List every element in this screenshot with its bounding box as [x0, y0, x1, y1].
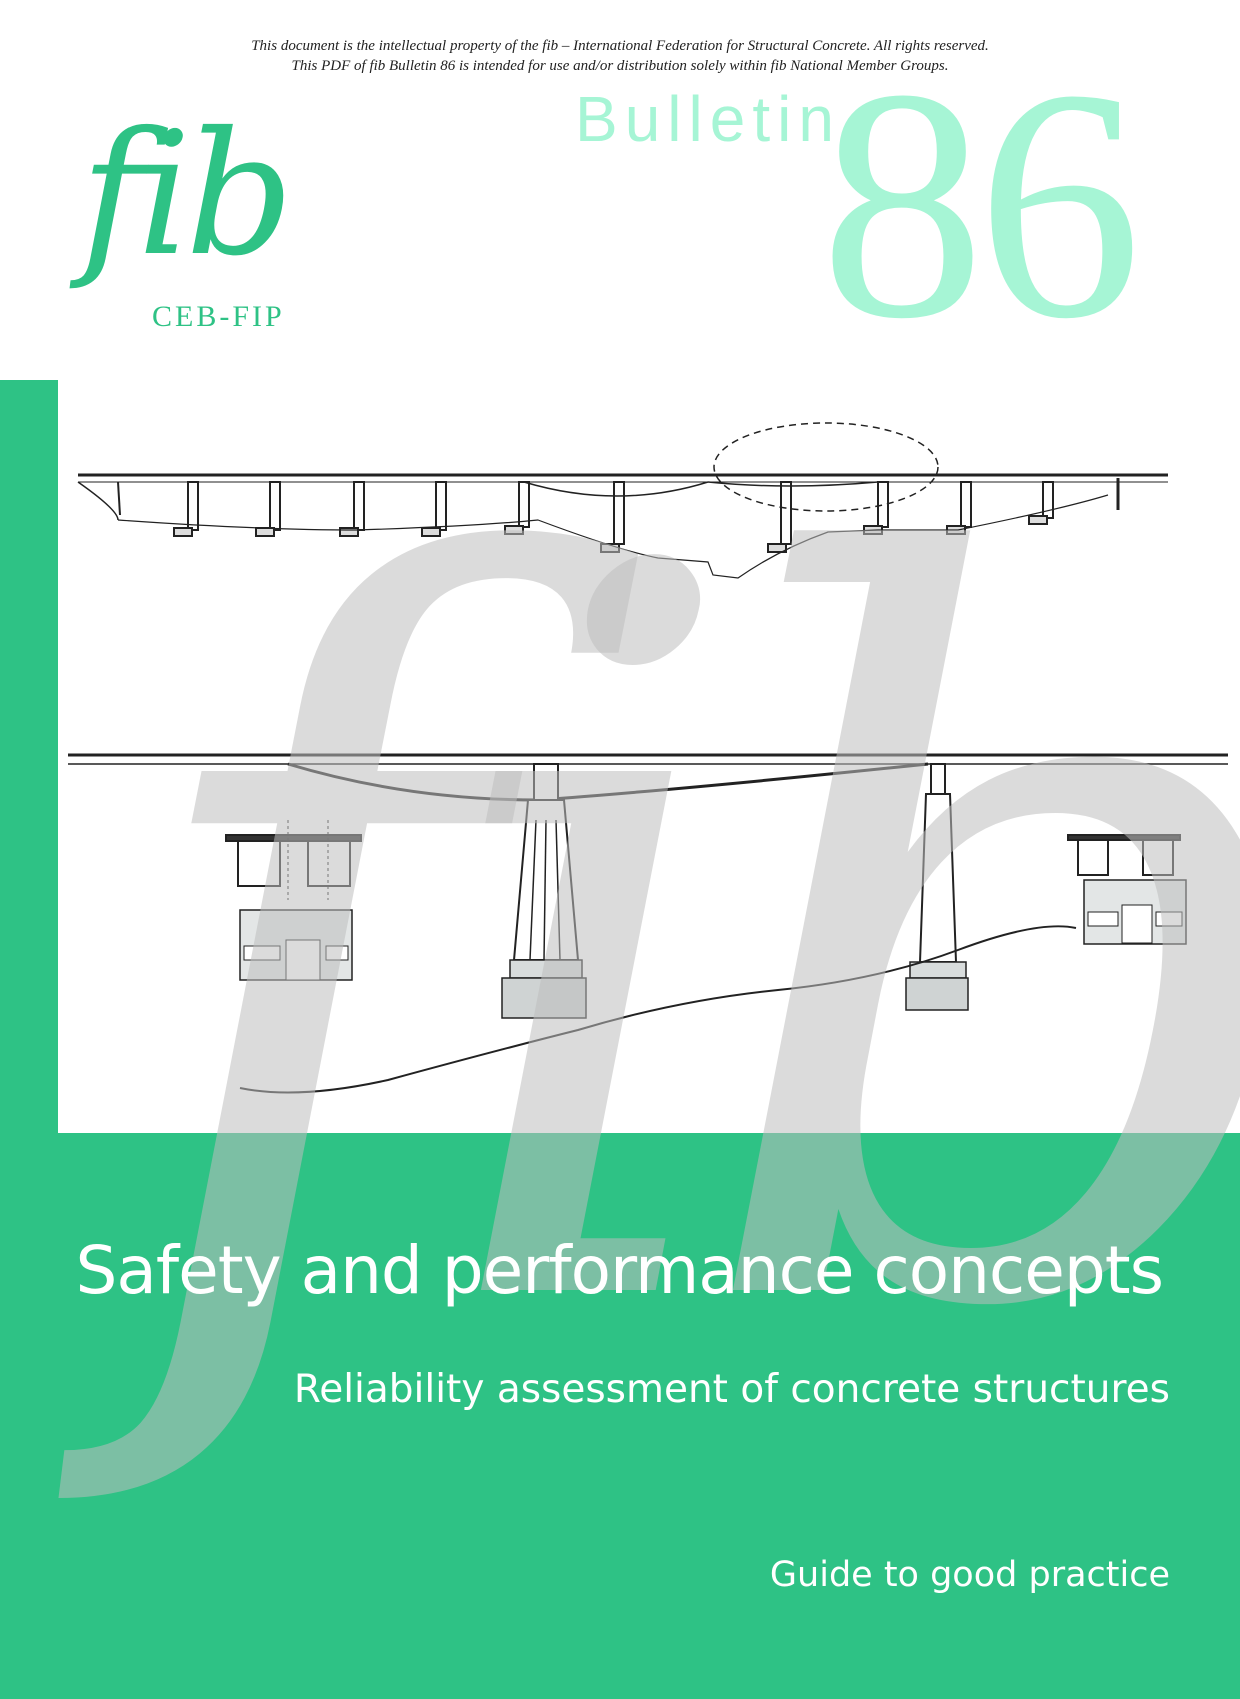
bottom-green-band [0, 1133, 1240, 1699]
lower-bridge-elevation [68, 753, 1228, 1094]
fib-logo-mark: fib [80, 96, 294, 294]
copyright-notice-line2: This PDF of fib Bulletin 86 is intended … [291, 58, 949, 74]
copyright-notice-line1: This document is the intellectual proper… [251, 38, 989, 54]
bulletin-label: Bulletin [575, 83, 841, 155]
series-label: Guide to good practice [769, 1555, 1170, 1595]
fib-logo: fib CEB-FIP [70, 110, 330, 360]
left-accent-bar [0, 380, 58, 1135]
copyright-notice: This document is the intellectual proper… [0, 36, 1240, 76]
cover-subtitle: Reliability assessment of concrete struc… [293, 1367, 1170, 1412]
bulletin-number: 86 [820, 22, 1142, 387]
upper-bridge-elevation [77, 422, 1168, 579]
bridge-elevation-drawing [68, 422, 1228, 1094]
fib-logo-subtitle: CEB-FIP [152, 300, 285, 333]
cover-title: Safety and performance concepts [75, 1232, 1164, 1309]
